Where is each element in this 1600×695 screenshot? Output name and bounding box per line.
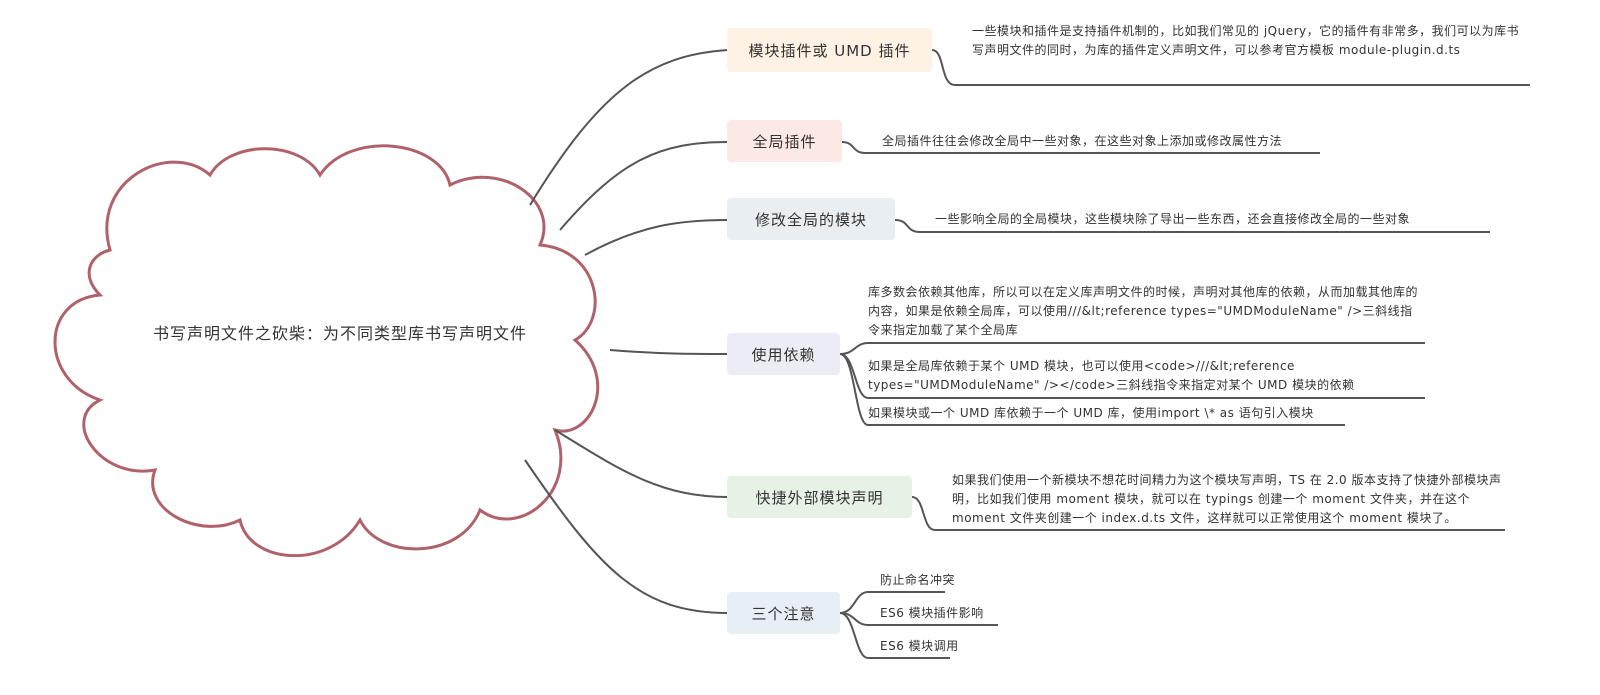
root-topic[interactable]: 书写声明文件之砍柴：为不同类型库书写声明文件	[152, 324, 527, 343]
note-es6-module-call: ES6 模块调用	[880, 639, 959, 653]
branch-shorthand-module[interactable]: 快捷外部模块声明	[727, 476, 912, 518]
detail-global-plugin: 全局插件往往会修改全局中一些对象，在这些对象上添加或修改属性方法	[882, 134, 1283, 148]
detail-dependency-1: 库多数会依赖其他库，所以可以在定义库声明文件的时候，声明对其他库的依赖，从而加载…	[868, 285, 1419, 337]
branch-umd-plugin[interactable]: 模块插件或 UMD 插件	[727, 28, 932, 72]
detail-shorthand-module: 如果我们使用一个新模块不想花时间精力为这个模块写声明，TS 在 2.0 版本支持…	[952, 473, 1502, 525]
root-cloud	[53, 144, 600, 558]
branch-global-plugin[interactable]: 全局插件	[727, 120, 842, 162]
detail-global-modifying-module: 一些影响全局的全局模块，这些模块除了导出一些东西，还会直接修改全局的一些对象	[935, 212, 1411, 226]
branch-dependencies[interactable]: 使用依赖	[727, 333, 840, 375]
note-es6-plugin-impact: ES6 模块插件影响	[880, 606, 984, 620]
detail-dependency-2: 如果是全局库依赖于某个 UMD 模块，也可以使用<code>///&lt;ref…	[868, 359, 1355, 392]
detail-dependency-3: 如果模块或一个 UMD 库依赖于一个 UMD 库，使用import \* as …	[868, 406, 1314, 420]
detail-umd-plugin: 一些模块和插件是支持插件机制的，比如我们常见的 jQuery，它的插件有非常多，…	[972, 24, 1520, 57]
branch-global-modifying-module[interactable]: 修改全局的模块	[727, 198, 895, 240]
note-naming-conflict: 防止命名冲突	[880, 573, 956, 587]
branch-three-notes[interactable]: 三个注意	[727, 592, 840, 634]
